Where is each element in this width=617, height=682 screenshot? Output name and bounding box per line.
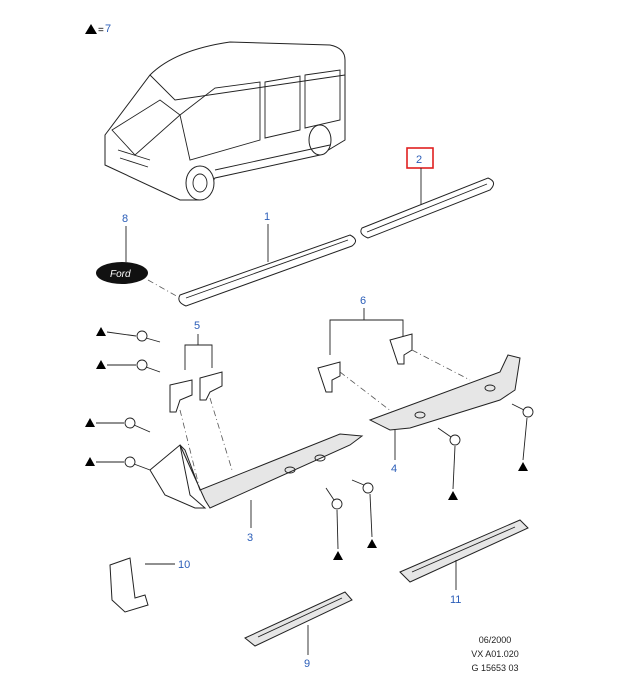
callout-5: 5 — [194, 320, 200, 332]
ford-emblem: 8 Ford — [96, 213, 148, 284]
callout-1: 1 — [264, 211, 270, 223]
clips-6: 6 — [317, 295, 471, 419]
callout-2: 2 — [416, 154, 422, 166]
moulding-strip-2: 2 — [360, 147, 494, 239]
clips-5: 5 — [169, 320, 233, 491]
svg-text:Ford: Ford — [110, 269, 131, 280]
screws — [124, 330, 534, 510]
moulding-strip-1: 1 — [147, 211, 356, 307]
footer-date: 06/2000 — [478, 635, 512, 645]
triangle-icon — [85, 24, 97, 34]
highlight-box — [406, 147, 434, 169]
sill-part-4: 4 — [368, 354, 521, 475]
sill-part-3: 3 — [149, 433, 364, 544]
legend-equals: = — [98, 25, 104, 36]
callout-7: 7 — [105, 23, 111, 35]
callout-3: 3 — [247, 532, 253, 544]
callout-11: 11 — [450, 594, 461, 606]
triangle-markers — [85, 327, 528, 560]
callout-4: 4 — [391, 463, 397, 475]
footer-ref: G 15653 03 — [471, 663, 519, 673]
minivan-illustration — [104, 41, 346, 201]
legend: = 7 — [85, 23, 111, 36]
callout-8: 8 — [122, 213, 128, 225]
scuff-plate-9: 9 — [244, 591, 353, 670]
callout-6: 6 — [360, 295, 366, 307]
bracket-10: 10 — [109, 557, 190, 613]
footer-code: VX A01.020 — [471, 649, 519, 659]
scuff-plate-11: 11 — [399, 519, 529, 606]
callout-10: 10 — [178, 559, 190, 571]
callout-9: 9 — [304, 658, 310, 670]
